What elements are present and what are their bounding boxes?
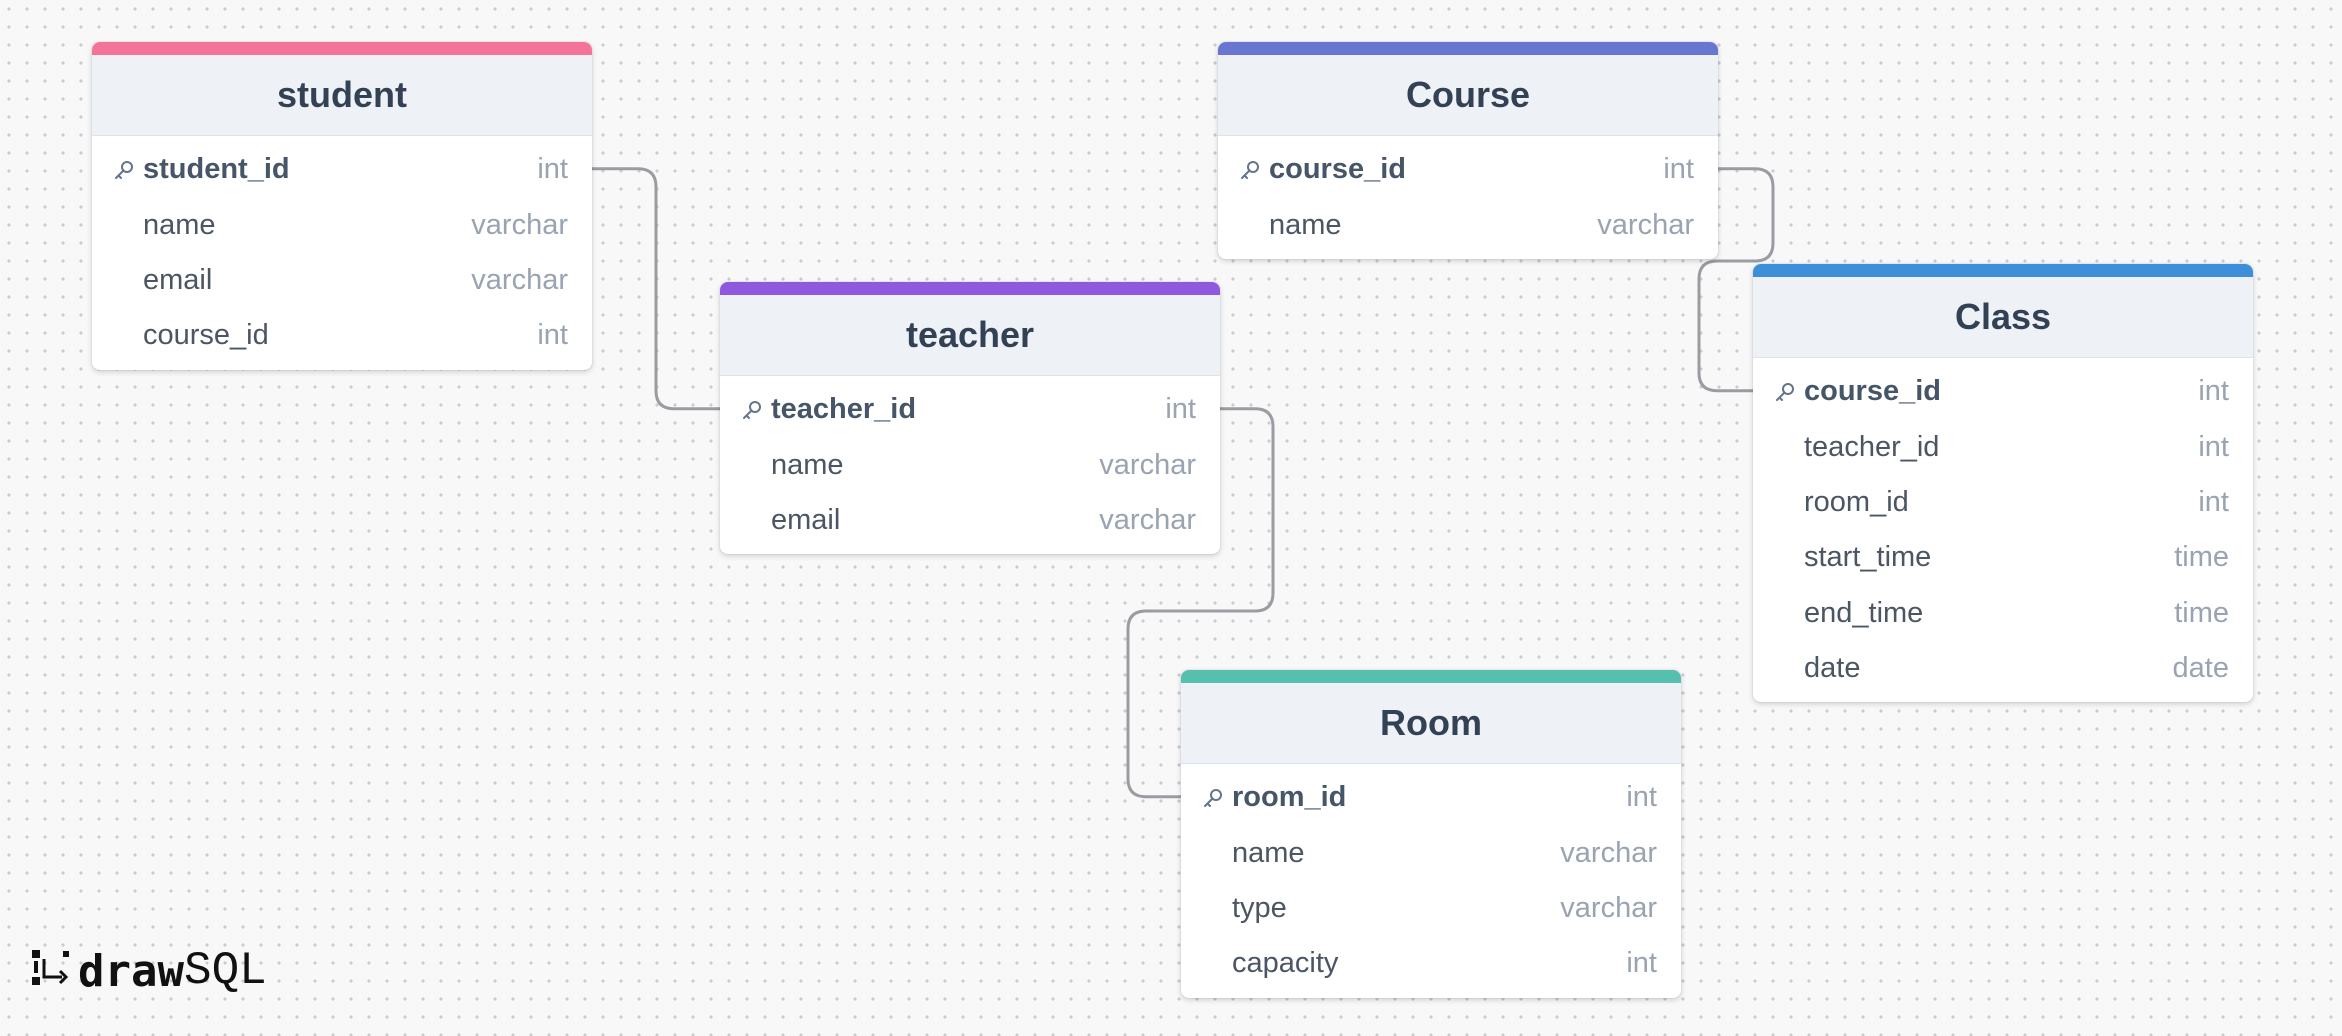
table-header[interactable]: teacher xyxy=(720,295,1220,376)
column-name: capacity xyxy=(1232,947,1339,980)
column-type: varchar xyxy=(1099,448,1196,481)
table-teacher[interactable]: teacher teacher_id int name varchar email varc… xyxy=(720,282,1220,555)
logo-text-draw: draw xyxy=(78,945,184,997)
column-type: date xyxy=(2172,652,2229,685)
column-type: varchar xyxy=(1597,208,1694,241)
primary-key-icon xyxy=(1773,380,1797,404)
column-row-room-id[interactable]: room_id int xyxy=(1181,770,1681,825)
column-name: start_time xyxy=(1804,541,1932,574)
drawsql-logo-icon xyxy=(32,950,69,985)
column-row-name[interactable]: name varchar xyxy=(1218,197,1718,252)
table-color-bar xyxy=(1753,264,2253,277)
column-name: teacher_id xyxy=(1804,430,1940,463)
column-type: int xyxy=(1626,947,1657,980)
table-color-bar xyxy=(92,42,592,55)
table-title: Course xyxy=(1405,74,1531,115)
column-row-date[interactable]: date date xyxy=(1753,641,2253,696)
primary-key-icon xyxy=(1238,158,1262,182)
column-row-email[interactable]: email varchar xyxy=(92,253,592,308)
column-name: teacher_id xyxy=(771,393,917,426)
column-name: name xyxy=(1232,836,1305,869)
column-name: email xyxy=(143,263,213,296)
column-row-type[interactable]: type varchar xyxy=(1181,881,1681,936)
column-row-end-time[interactable]: end_time time xyxy=(1753,586,2253,641)
column-type: varchar xyxy=(1560,891,1657,924)
table-columns: course_id int name varchar xyxy=(1218,136,1718,259)
column-name: course_id xyxy=(1804,375,1941,408)
primary-key-icon xyxy=(740,398,764,422)
table-header[interactable]: Course xyxy=(1218,55,1718,136)
table-title: teacher xyxy=(905,314,1035,355)
table-course[interactable]: Course course_id int name varchar xyxy=(1218,42,1718,259)
logo-text-sql: SQL xyxy=(183,945,267,997)
column-row-name[interactable]: name varchar xyxy=(92,197,592,252)
column-name: room_id xyxy=(1232,781,1347,814)
column-type: int xyxy=(1663,153,1694,186)
column-name: end_time xyxy=(1804,596,1924,629)
column-name: date xyxy=(1804,652,1861,685)
column-name: type xyxy=(1232,891,1287,924)
table-color-bar xyxy=(720,282,1220,295)
column-type: int xyxy=(537,319,568,352)
column-type: int xyxy=(2198,430,2229,463)
column-row-student-id[interactable]: student_id int xyxy=(92,142,592,197)
relationship-student-teacher xyxy=(592,167,720,411)
column-row-start-time[interactable]: start_time time xyxy=(1753,530,2253,585)
column-type: int xyxy=(537,153,568,186)
column-type: int xyxy=(2198,375,2229,408)
column-type: int xyxy=(1165,393,1196,426)
column-name: room_id xyxy=(1804,485,1909,518)
column-name: student_id xyxy=(143,153,290,186)
column-name: name xyxy=(143,208,216,241)
column-name: email xyxy=(771,503,841,536)
column-row-name[interactable]: name varchar xyxy=(720,437,1220,492)
column-name: course_id xyxy=(143,319,269,352)
column-row-capacity[interactable]: capacity int xyxy=(1181,936,1681,991)
table-title: Room xyxy=(1380,702,1482,743)
column-type: varchar xyxy=(471,208,568,241)
table-color-bar xyxy=(1218,42,1718,55)
column-name: name xyxy=(1269,208,1342,241)
table-header[interactable]: Class xyxy=(1753,277,2253,358)
table-color-bar xyxy=(1181,670,1681,683)
column-type: time xyxy=(2174,541,2229,574)
column-row-name[interactable]: name varchar xyxy=(1181,825,1681,880)
column-type: int xyxy=(1626,781,1657,814)
column-row-course-id[interactable]: course_id int xyxy=(92,308,592,363)
column-name: course_id xyxy=(1269,153,1406,186)
table-columns: teacher_id int name varchar email varchar xyxy=(720,376,1220,554)
column-type: varchar xyxy=(471,263,568,296)
primary-key-icon xyxy=(1201,786,1225,810)
column-row-teacher-id[interactable]: teacher_id int xyxy=(720,382,1220,437)
table-title: student xyxy=(277,74,407,115)
table-title: Class xyxy=(1954,296,2052,337)
column-row-course-id[interactable]: course_id int xyxy=(1753,364,2253,419)
column-type: varchar xyxy=(1560,836,1657,869)
column-name: name xyxy=(771,448,844,481)
column-row-room-id[interactable]: room_id int xyxy=(1753,475,2253,530)
column-row-teacher-id[interactable]: teacher_id int xyxy=(1753,419,2253,474)
column-row-email[interactable]: email varchar xyxy=(720,493,1220,548)
primary-key-icon xyxy=(112,158,136,182)
table-header[interactable]: Room xyxy=(1181,683,1681,764)
column-type: time xyxy=(2174,596,2229,629)
column-type: int xyxy=(2198,485,2229,518)
column-type: varchar xyxy=(1099,503,1196,536)
table-header[interactable]: student xyxy=(92,55,592,136)
column-row-course-id[interactable]: course_id int xyxy=(1218,142,1718,197)
